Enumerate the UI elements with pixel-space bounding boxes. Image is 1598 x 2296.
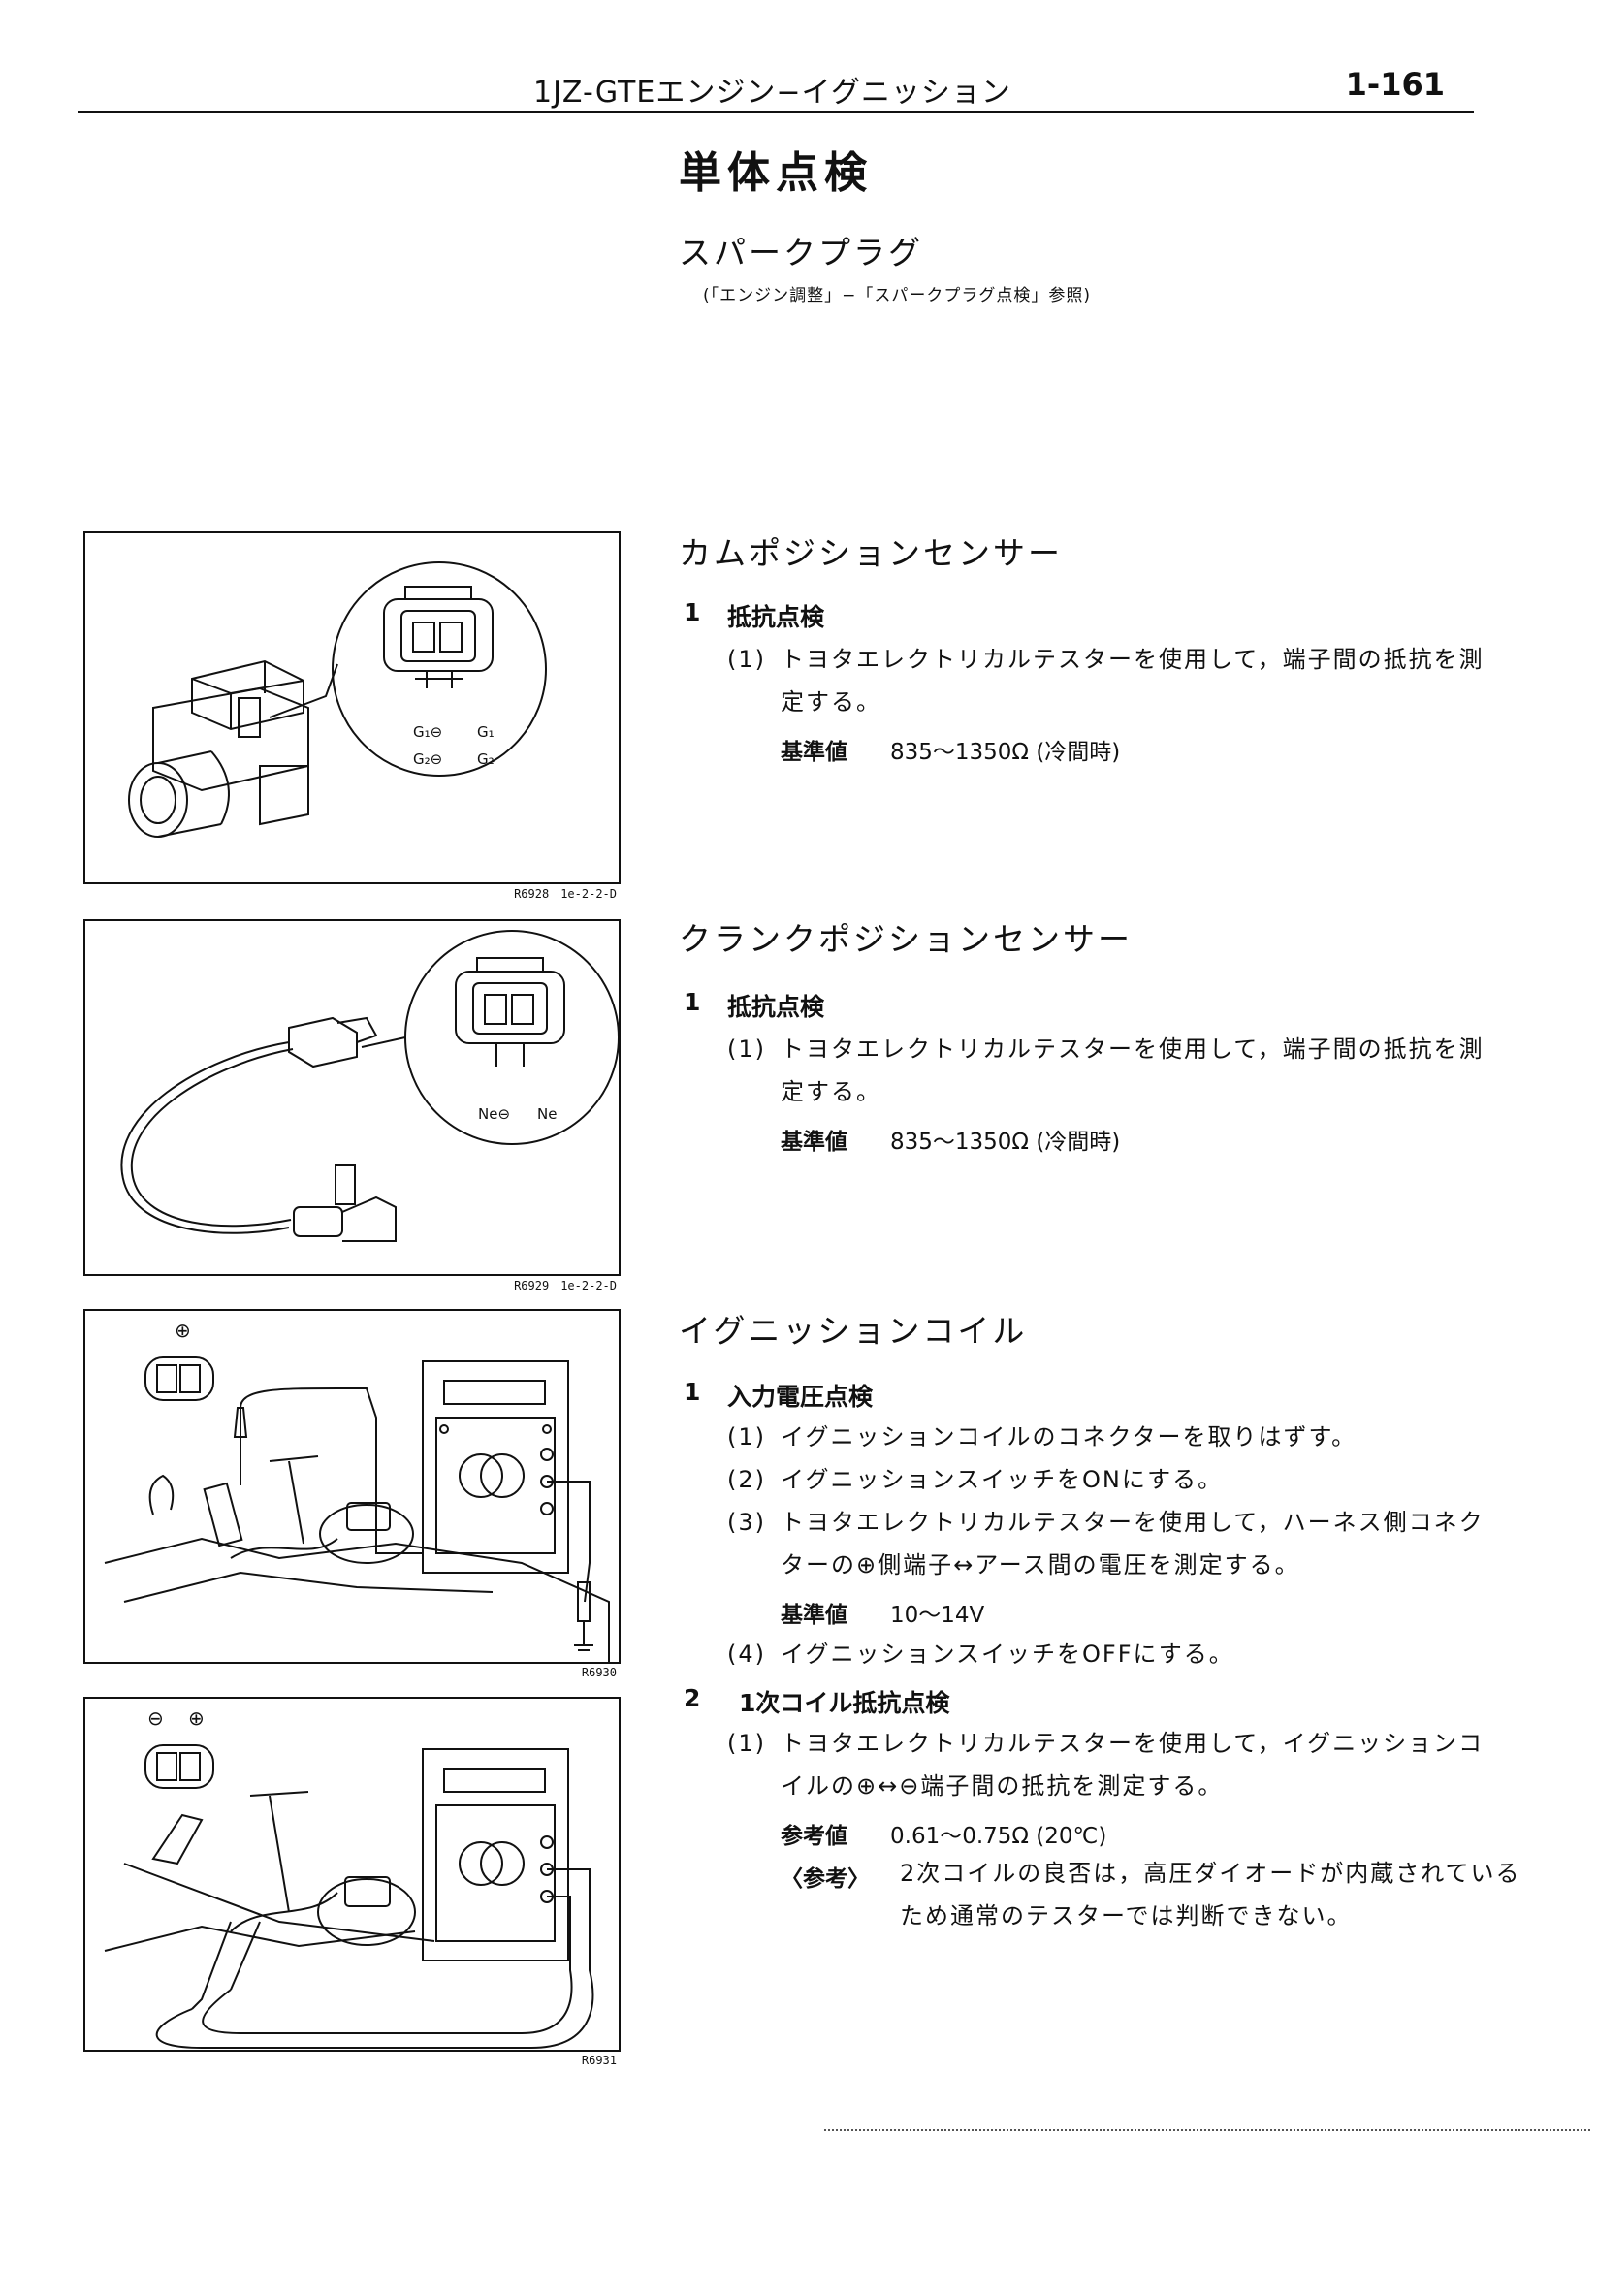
coil-plus-symbol: ⊕ [175, 1319, 191, 1342]
ignition-coil-title: イグニッションコイル [679, 1312, 1028, 1350]
coil-step2-spec-label: 参考値 [781, 1824, 847, 1849]
cam-item-line2: 定する。 [781, 688, 881, 716]
coil-minus-symbol: ⊖ [147, 1706, 164, 1730]
label-ne-minus: Ne⊖ [478, 1105, 511, 1123]
coil-step1-title: 入力電圧点検 [727, 1383, 874, 1411]
note-line1: 2次コイルの良否は，高圧ダイオードが内蔵されている [900, 1860, 1521, 1887]
cam-step-num: 1 [684, 598, 701, 626]
coil-step2-item-line1: トヨタエレクトリカルテスターを使用して，イグニッションコ [781, 1730, 1485, 1757]
coil-item3-text2: ターの⊕側端子↔アース間の電圧を測定する。 [781, 1551, 1300, 1578]
note-line2: ため通常のテスターでは判断できない。 [900, 1902, 1353, 1929]
crank-sensor-illustration [120, 930, 619, 1242]
crank-item-line2: 定する。 [781, 1078, 881, 1105]
coil-step2-num: 2 [684, 1684, 701, 1712]
coil-item2-text: イグニッションスイッチをONにする。 [781, 1466, 1224, 1493]
spark-plug-title: スパークプラグ [679, 234, 923, 271]
coil-voltage-figure: ⊕ [83, 1309, 621, 1664]
page-number: 1-161 [1345, 66, 1445, 103]
coil-item3-num: (3) [727, 1509, 766, 1536]
coil-step2-spec-value: 0.61〜0.75Ω (20℃) [890, 1824, 1107, 1849]
section-title: 単体点検 [679, 148, 873, 198]
crank-sensor-figure: Ne⊖ Ne [83, 919, 621, 1276]
cam-spec-label: 基準値 [781, 740, 847, 765]
coil-item1-text: イグニッションコイルのコネクターを取りはずす。 [781, 1423, 1358, 1451]
coil-item2-num: (2) [727, 1466, 766, 1493]
cam-sensor-title: カムポジションセンサー [679, 534, 1063, 572]
crank-spec-value: 835〜1350Ω (冷間時) [890, 1130, 1121, 1155]
footer-dotted-line [824, 2129, 1590, 2131]
coil-item4-text: イグニッションスイッチをOFFにする。 [781, 1641, 1234, 1668]
cam-item-num: (1) [727, 646, 766, 673]
coil-fig4-code: R6931 [581, 2054, 617, 2067]
label-ne: Ne [537, 1105, 558, 1123]
coil-plus-symbol-2: ⊕ [188, 1706, 205, 1730]
note-label: 〈参考〉 [781, 1866, 870, 1892]
coil-resistance-figure: ⊖ ⊕ [83, 1697, 621, 2052]
coil-voltage-illustration [104, 1356, 610, 1662]
crank-sensor-title: クランクポジションセンサー [679, 920, 1133, 958]
coil-item1-num: (1) [727, 1423, 766, 1451]
cam-step-title: 抵抗点検 [727, 603, 825, 631]
coil-step1-spec-value: 10〜14V [890, 1603, 985, 1628]
spark-plug-ref: (「エンジン調整」−「スパークプラグ点検」参照) [703, 286, 1092, 305]
crank-item-num: (1) [727, 1036, 766, 1063]
cam-spec-value: 835〜1350Ω (冷間時) [890, 740, 1121, 765]
header-title: 1JZ-GTEエンジン−イグニッション [533, 76, 1011, 110]
crank-item-line1: トヨタエレクトリカルテスターを使用して，端子間の抵抗を測 [781, 1036, 1485, 1063]
coil-item4-num: (4) [727, 1641, 766, 1668]
coil-step1-num: 1 [684, 1378, 701, 1406]
crank-fig-code: R6929 1e-2-2-D [514, 1279, 617, 1292]
coil-step2-title: 1次コイル抵抗点検 [739, 1689, 950, 1717]
label-g2-minus: G₂⊖ [413, 750, 443, 768]
label-g1-minus: G₁⊖ [413, 723, 443, 741]
cam-item-line1: トヨタエレクトリカルテスターを使用して，端子間の抵抗を測 [781, 646, 1485, 673]
coil-resistance-illustration [104, 1744, 594, 2049]
cam-sensor-illustration [128, 561, 547, 838]
coil-fig3-code: R6930 [581, 1666, 617, 1679]
label-g1: G₁ [477, 723, 495, 741]
coil-step2-item-line2: イルの⊕↔⊖端子間の抵抗を測定する。 [781, 1772, 1224, 1800]
cam-fig-code: R6928 1e-2-2-D [514, 887, 617, 901]
page-header: 1JZ-GTEエンジン−イグニッション 1-161 [78, 60, 1474, 113]
crank-step-title: 抵抗点検 [727, 993, 825, 1021]
coil-item3-text: トヨタエレクトリカルテスターを使用して，ハーネス側コネク [781, 1509, 1485, 1536]
coil-step1-spec-label: 基準値 [781, 1603, 847, 1628]
cam-sensor-figure: G₁⊖ G₁ G₂⊖ G₂ [83, 531, 621, 884]
label-g2: G₂ [477, 750, 495, 768]
coil-step2-item-num: (1) [727, 1730, 766, 1757]
crank-spec-label: 基準値 [781, 1130, 847, 1155]
crank-step-num: 1 [684, 988, 701, 1016]
